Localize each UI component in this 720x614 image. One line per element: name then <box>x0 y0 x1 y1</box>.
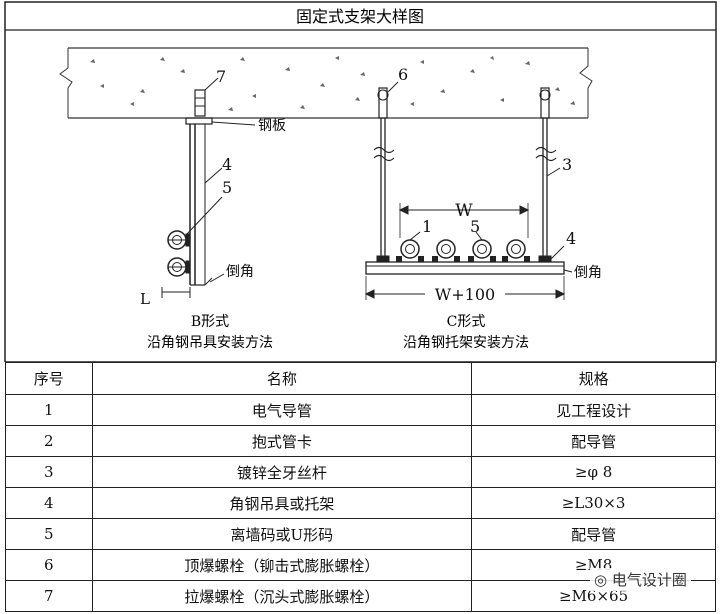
cell-seq: 5 <box>5 518 93 550</box>
table-row: 6 顶爆螺栓（铆击式膨胀螺栓） ≥M8 <box>5 549 716 581</box>
header-seq: 序号 <box>5 362 93 395</box>
label-item-4-b: 4 <box>222 155 232 174</box>
cell-seq: 1 <box>5 394 93 426</box>
label-item-5-c: 5 <box>470 217 480 236</box>
cell-seq: 6 <box>5 549 93 581</box>
cell-seq: 2 <box>5 425 93 457</box>
table-row: 3 镀锌全牙丝杆 ≥φ 8 <box>5 456 716 488</box>
cell-name: 角钢吊具或托架 <box>91 487 473 519</box>
label-dim-w: W <box>455 201 473 221</box>
table-row: 4 角钢吊具或托架 ≥L30×3 <box>5 487 716 519</box>
b-form-hanger <box>161 77 256 298</box>
label-item-3: 3 <box>562 155 572 174</box>
cell-name: 电气导管 <box>91 394 473 426</box>
cell-seq: 4 <box>5 487 93 519</box>
table-row: 7 拉爆螺栓（沉头式膨胀螺栓） ≥M6×65 <box>5 580 716 612</box>
label-item-5-b: 5 <box>222 178 232 197</box>
label-item-7: 7 <box>216 67 226 86</box>
b-form-caption: 沿角钢吊具安装方法 <box>147 335 273 351</box>
cell-spec: ≥φ 8 <box>471 456 716 488</box>
c-form-caption: 沿角钢托架安装方法 <box>403 335 529 351</box>
label-dim-w100-text: W+100 <box>435 285 495 304</box>
cell-spec: 配导管 <box>471 518 716 550</box>
table-row: 5 离墙码或U形码 配导管 <box>5 518 716 550</box>
label-item-4-c: 4 <box>566 229 576 248</box>
watermark: ◎ 电气设计圈 <box>590 568 691 591</box>
cell-name: 顶爆螺栓（铆击式膨胀螺栓） <box>91 549 473 581</box>
drawing-border <box>4 1 717 363</box>
cell-name: 拉爆螺栓（沉头式膨胀螺栓） <box>91 580 473 612</box>
label-chamfer-c: 倒角 <box>574 265 602 281</box>
label-dim-l: L <box>140 290 150 308</box>
cell-spec: ≥L30×3 <box>471 487 716 519</box>
concrete-slab <box>59 47 593 119</box>
label-item-6: 6 <box>398 65 408 84</box>
table-row: 1 电气导管 见工程设计 <box>5 394 716 426</box>
label-item-1: 1 <box>422 217 432 236</box>
drawing-title: 固定式支架大样图 <box>296 7 424 26</box>
cell-spec: 见工程设计 <box>471 394 716 426</box>
header-spec: 规格 <box>471 362 716 395</box>
label-chamfer-b: 倒角 <box>226 264 254 280</box>
cell-name: 镀锌全牙丝杆 <box>91 456 473 488</box>
watermark-text: 电气设计圈 <box>611 571 687 589</box>
cell-name: 离墙码或U形码 <box>91 518 473 550</box>
parts-table: 序号 名称 规格 1 电气导管 见工程设计 2 抱式管卡 配导管 3 镀锌全牙丝… <box>5 362 716 612</box>
b-form-name: B形式 <box>191 314 229 330</box>
header-name: 名称 <box>91 362 473 395</box>
table-row: 2 抱式管卡 配导管 <box>5 425 716 457</box>
label-steel-plate: 钢板 <box>258 118 286 134</box>
c-form-bracket <box>364 81 573 300</box>
cell-seq: 3 <box>5 456 93 488</box>
drawing-area: 固定式支架大样图 <box>4 1 717 363</box>
cell-seq: 7 <box>5 580 93 612</box>
cell-name: 抱式管卡 <box>91 425 473 457</box>
cell-spec: 配导管 <box>471 425 716 457</box>
wechat-icon: ◎ <box>594 571 608 589</box>
table-header-row: 序号 名称 规格 <box>5 362 716 395</box>
c-form-name: C形式 <box>447 314 486 330</box>
